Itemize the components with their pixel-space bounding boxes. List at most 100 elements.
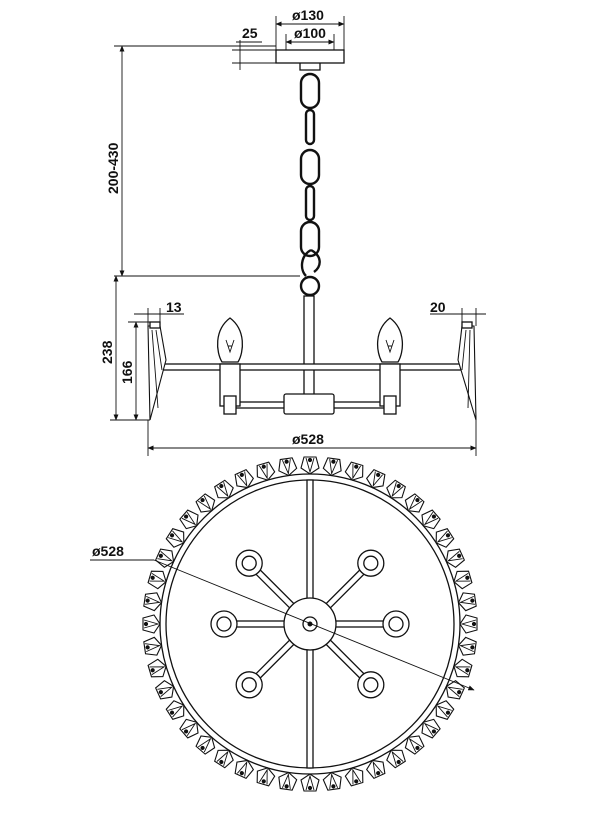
crystal-drop-icon xyxy=(386,479,406,499)
dim-body-height: 166 xyxy=(119,360,135,384)
dim-canopy-inner: ø100 xyxy=(294,25,326,41)
crystal-facet xyxy=(151,329,163,409)
candle-cup xyxy=(357,671,385,699)
crystal-cap-right xyxy=(461,321,473,329)
candle-cup xyxy=(235,549,263,577)
crystal-drop-icon xyxy=(322,457,342,477)
crystal-drop-icon xyxy=(435,700,455,720)
crystal-drop-icon xyxy=(142,614,161,634)
crystal-drop-icon xyxy=(165,528,185,548)
crystal-drop-icon xyxy=(453,570,473,590)
hook-shape xyxy=(300,248,321,277)
center-hub xyxy=(283,393,335,415)
central-stem xyxy=(303,295,315,399)
crystal-drop-icon xyxy=(179,718,199,739)
crystal-drop-icon xyxy=(404,735,425,755)
candle-cup xyxy=(235,671,263,699)
crystal-drop-icon xyxy=(154,679,175,700)
crystal-drop-icon xyxy=(459,614,478,634)
crystal-drop-icon xyxy=(278,771,298,791)
frame-bar xyxy=(153,363,473,371)
crystal-drop-icon xyxy=(154,548,175,569)
crystal-drop-icon xyxy=(457,636,477,656)
crystal-drop-icon xyxy=(435,528,455,548)
crystal-drop-icon xyxy=(278,457,298,477)
canopy-hook xyxy=(299,63,321,71)
chain-link-icon xyxy=(304,108,316,146)
candle-bulb-icon xyxy=(217,317,243,363)
crystal-drop-icon xyxy=(179,509,199,530)
crystal-side-left xyxy=(147,321,167,421)
crystal-drop-icon xyxy=(365,468,386,489)
crystal-drop-icon xyxy=(445,679,466,700)
crystal-drop-icon xyxy=(344,767,364,787)
crystal-drop-icon xyxy=(386,749,406,769)
crystal-drop-icon xyxy=(143,636,163,656)
canopy xyxy=(275,49,345,71)
crystal-drop-icon xyxy=(195,493,216,513)
chain-link-icon xyxy=(299,72,321,110)
crystal-drop-icon xyxy=(453,658,473,678)
filament-right xyxy=(385,339,395,354)
crystal-side-right xyxy=(457,321,477,421)
crystal-cap-left xyxy=(149,321,161,329)
crystal-drop-icon xyxy=(214,479,234,499)
dim-width-side: ø528 xyxy=(292,431,324,447)
side-view: ø130 ø100 25 200-430 238 166 13 20 ø528 xyxy=(99,7,486,456)
crystal-ring xyxy=(142,456,478,792)
chain xyxy=(299,72,321,258)
dim-canopy-outer: ø130 xyxy=(292,7,324,23)
crystal-facet xyxy=(461,329,471,409)
crystal-drop-icon xyxy=(195,735,216,755)
crystal-drop-icon xyxy=(147,570,167,590)
crystal-drop-icon xyxy=(300,773,320,792)
top-view: ø528 xyxy=(90,456,478,792)
dim-width-top: ø528 xyxy=(92,543,124,559)
crystal-drop-icon xyxy=(300,456,320,475)
candle-base-left xyxy=(223,395,237,415)
dimension-lines-side xyxy=(110,16,486,456)
candle-right xyxy=(377,317,403,415)
crystal-drop-icon xyxy=(404,493,425,513)
dimension-lines-top xyxy=(90,559,475,691)
frame-ring-outer xyxy=(159,473,461,775)
candle-base-right xyxy=(383,395,397,415)
crystal-drop-icon xyxy=(457,325,477,421)
arm xyxy=(309,610,410,638)
crystal-drop-icon xyxy=(421,718,441,739)
dim-suspension-length: 200-430 xyxy=(105,142,121,194)
crystal-drop-icon xyxy=(214,749,234,769)
crystal-drop-icon xyxy=(147,325,167,421)
chain-hook xyxy=(299,248,321,297)
canopy-plate xyxy=(275,49,345,64)
dim-ring-right-offset: 20 xyxy=(430,299,446,315)
crystal-drop-icon xyxy=(234,468,255,489)
crystal-drop-icon xyxy=(365,759,386,780)
filament-left xyxy=(225,339,235,354)
crystal-drop-icon xyxy=(322,771,342,791)
crystal-drop-icon xyxy=(457,592,477,612)
crystal-drop-icon xyxy=(344,461,364,481)
dim-ring-left-offset: 13 xyxy=(166,299,182,315)
dim-canopy-height: 25 xyxy=(242,25,258,41)
crystal-drop-icon xyxy=(147,658,167,678)
crystal-drop-icon xyxy=(256,767,276,787)
crystal-drop-icon xyxy=(165,700,185,720)
chain-link-icon xyxy=(299,148,321,186)
candle-bulb-icon xyxy=(377,317,403,363)
chain-link-icon xyxy=(304,184,316,222)
dim-total-height: 238 xyxy=(99,340,115,364)
candle-cup xyxy=(382,610,410,638)
candle-cup xyxy=(357,549,385,577)
crystal-drop-icon xyxy=(256,461,276,481)
crystal-drop-icon xyxy=(143,592,163,612)
candle-cup xyxy=(210,610,238,638)
crystal-drop-icon xyxy=(234,759,255,780)
candle-left xyxy=(217,317,243,415)
chain-link-icon xyxy=(299,220,321,258)
hanging-ring xyxy=(299,275,321,297)
crystal-drop-icon xyxy=(421,509,441,530)
crystal-drop-icon xyxy=(445,548,466,569)
